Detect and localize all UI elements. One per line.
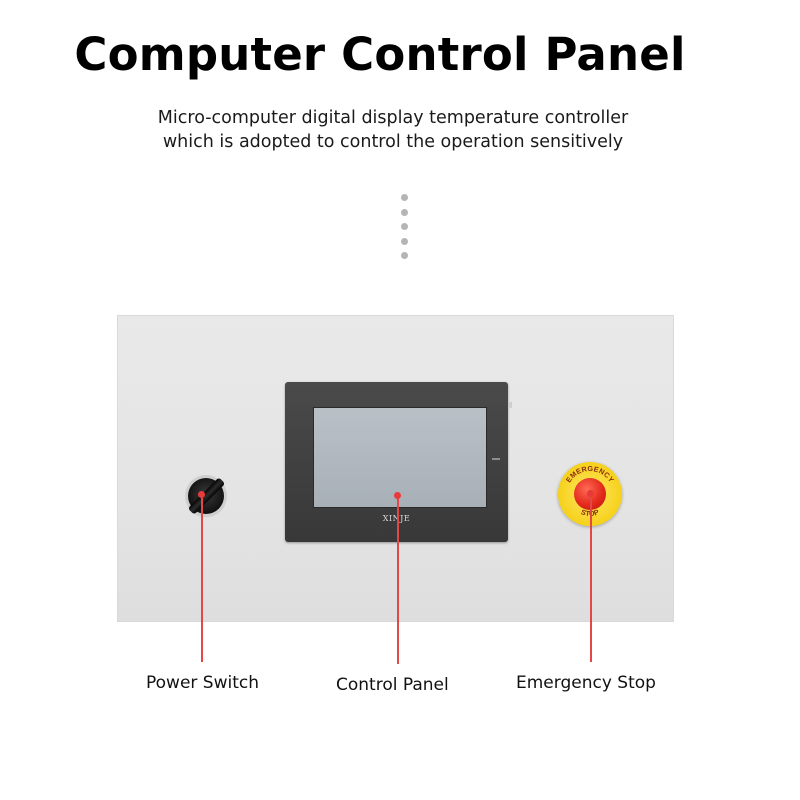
hmi-indicator-icon [492, 458, 500, 460]
power-switch-label: Power Switch [146, 673, 260, 693]
emergency-stop-pointer-dot [587, 490, 594, 497]
emergency-stop-label: Emergency Stop [516, 673, 656, 693]
power-switch-knob[interactable] [187, 477, 226, 515]
dot-icon [401, 237, 408, 245]
dot-icon [401, 194, 408, 201]
hmi-screen[interactable] [313, 407, 487, 508]
dot-icon [401, 208, 408, 216]
dot-icon [401, 252, 408, 259]
control-panel-pointer-dot [394, 492, 401, 499]
power-switch-pointer-dot [198, 491, 205, 498]
power-switch-pointer-line [201, 494, 203, 662]
subtitle-line-1: Micro-computer digital display temperatu… [157, 108, 629, 128]
page-title: Computer Control Panel [74, 28, 686, 81]
control-panel-pointer-line [397, 496, 399, 664]
emergency-stop-pointer-line [590, 494, 592, 662]
switch-lever-icon [187, 477, 226, 515]
control-panel-label: Control Panel [336, 675, 449, 695]
hmi-side-tab [508, 402, 512, 408]
vertical-dots-divider [401, 194, 409, 267]
hmi-brand-logo: XINJE [285, 514, 508, 523]
touchscreen-hmi[interactable]: XINJE [285, 382, 512, 542]
machine-control-panel: XINJE EMERGENCY STOP [117, 315, 674, 622]
page-subtitle: Micro-computer digital display temperatu… [88, 106, 698, 154]
dot-icon [401, 223, 408, 230]
subtitle-line-2: which is adopted to control the operatio… [162, 132, 624, 152]
